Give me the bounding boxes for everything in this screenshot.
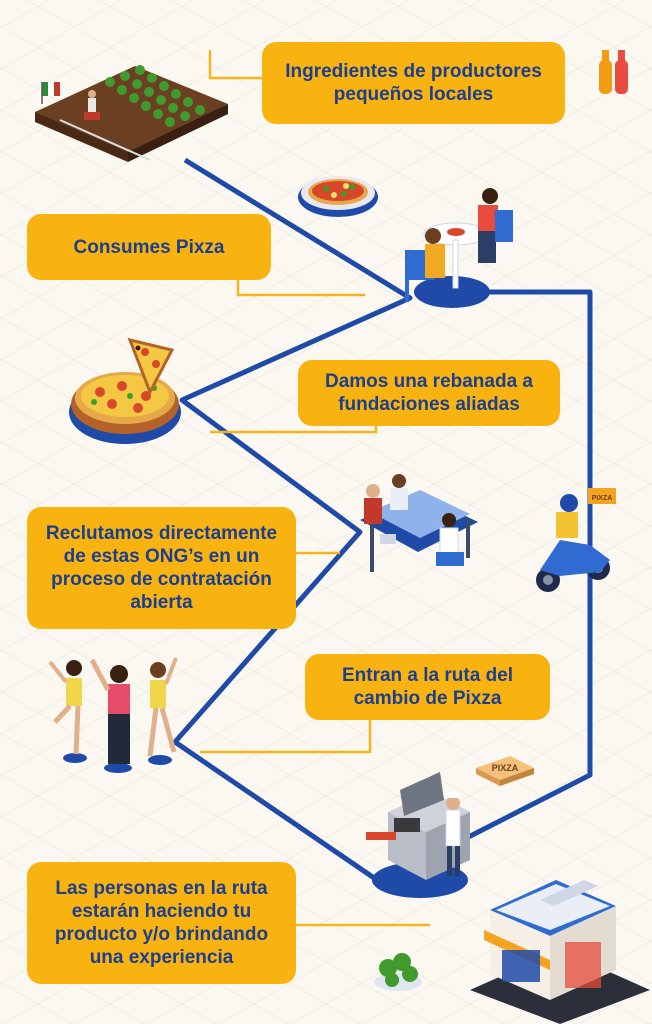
restaurant-table-illustration — [405, 188, 513, 308]
step-text-donate: Damos una rebanada a fundaciones aliadas — [324, 371, 534, 415]
step-text-route: Entran a la ruta del cambio de Pixza — [341, 665, 514, 709]
step-card-route: Entran a la ruta del cambio de Pixza — [305, 654, 550, 720]
farm-illustration — [35, 65, 228, 162]
pizza-box-logo: PIXZA — [492, 763, 519, 773]
pizza-plate-illustration — [298, 176, 378, 217]
delivery-scooter-illustration: PIXZA — [536, 488, 616, 592]
step-text-recruit: Reclutamos directamente de estas ONG’s e… — [45, 523, 278, 613]
herbs-illustration — [374, 953, 422, 991]
step-card-donate: Damos una rebanada a fundaciones aliadas — [298, 360, 560, 426]
step-text-consume: Consumes Pixza — [73, 236, 225, 258]
step-card-ingredients: Ingredientes de productores pequeños loc… — [262, 42, 565, 124]
scooter-box-logo: PIXZA — [592, 495, 613, 502]
pizza-box-illustration: PIXZA — [476, 756, 534, 786]
step-text-people: Las personas en la ruta estarán haciendo… — [54, 878, 269, 968]
step-card-recruit: Reclutamos directamente de estas ONG’s e… — [27, 507, 296, 629]
big-pizza-illustration — [69, 337, 181, 444]
store-illustration — [470, 880, 650, 1024]
meeting-illustration — [360, 474, 478, 572]
step-card-consume: Consumes Pixza — [27, 214, 271, 280]
dancing-people-illustration — [48, 657, 178, 773]
route-path — [172, 157, 593, 885]
sauce-bottles-illustration — [599, 50, 628, 94]
step-card-people: Las personas en la ruta estarán haciendo… — [27, 862, 296, 984]
pizza-oven-illustration — [366, 772, 470, 898]
step-text-ingredients: Ingredientes de productores pequeños loc… — [285, 61, 542, 105]
